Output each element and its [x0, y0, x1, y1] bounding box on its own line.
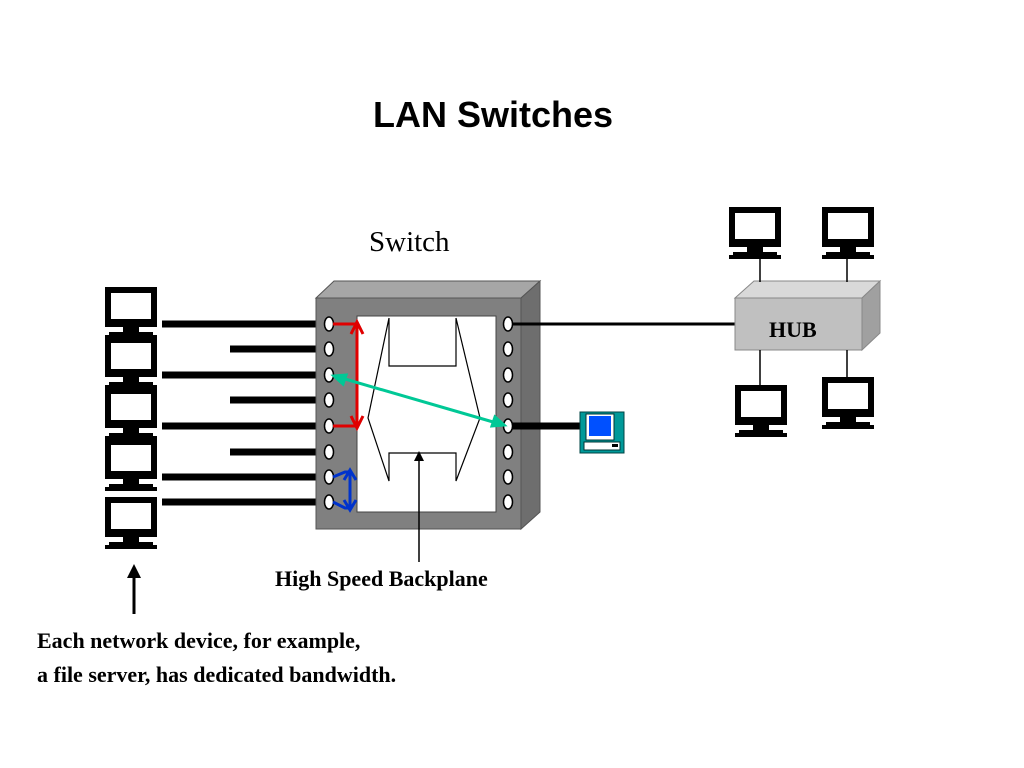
- hub: [733, 279, 882, 352]
- blue-connection: [332, 467, 358, 513]
- hub-label: HUB: [769, 317, 817, 342]
- switch-label: Switch: [369, 226, 450, 258]
- hub-workstation-2: [822, 207, 874, 259]
- computer-monitor-icon: [735, 385, 787, 437]
- note-line-2: a file server, has dedicated bandwidth.: [37, 662, 397, 687]
- backplane-panel: [356, 315, 497, 513]
- computer-monitor-icon: [105, 497, 157, 549]
- red-connection: [333, 318, 365, 432]
- backplane-label: High Speed Backplane: [275, 566, 488, 591]
- hub-cables: [759, 255, 848, 385]
- note-line-1: Each network device, for example,: [37, 628, 361, 653]
- up-arrow-head: [127, 564, 141, 578]
- slide-title: LAN Switches: [372, 94, 614, 135]
- computer-monitor-icon: [105, 337, 157, 389]
- computer-monitor-icon: [822, 377, 874, 429]
- hub-workstation-1: [729, 207, 781, 259]
- computer-monitor-icon: [105, 287, 157, 339]
- hub-workstation-4: [822, 377, 874, 429]
- computer-monitor-icon: [729, 207, 781, 259]
- hub-workstation-3: [735, 385, 787, 437]
- teal-connection: [330, 373, 508, 428]
- workstation-3: [105, 388, 157, 440]
- workstation-5: [105, 497, 157, 549]
- left-ports: [323, 316, 335, 510]
- right-ports: [502, 316, 514, 510]
- switch-side: [520, 279, 541, 531]
- desktop-computer-icon: [579, 411, 625, 454]
- workstation-1: [105, 287, 157, 339]
- workstation-2: [105, 337, 157, 389]
- computer-monitor-icon: [105, 388, 157, 440]
- computer-monitor-icon: [105, 439, 157, 491]
- switch-cables: [162, 320, 327, 506]
- bandwidth-note: Each network device, for example, a file…: [37, 624, 396, 692]
- computer-monitor-icon: [822, 207, 874, 259]
- switch-top: [314, 280, 542, 299]
- workstation-4: [105, 439, 157, 491]
